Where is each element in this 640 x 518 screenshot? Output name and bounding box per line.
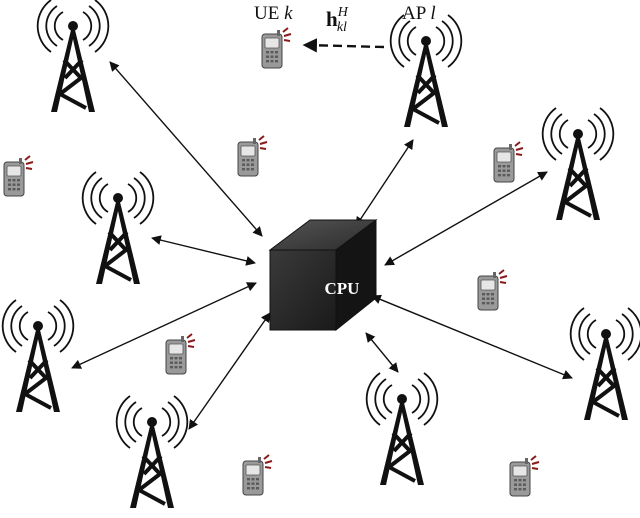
mobile-phone-icon (477, 269, 508, 311)
radio-tower-icon (80, 170, 156, 286)
mobile-phone-icon (509, 455, 540, 497)
mobile-phone-icon (261, 27, 292, 69)
radio-tower-icon (540, 106, 616, 222)
ue-label: UE k (254, 3, 293, 24)
mobile-phone-icon (242, 454, 273, 496)
radio-tower-icon (35, 0, 111, 114)
cpu-cube: CPU (268, 219, 378, 332)
radio-tower-icon (364, 371, 440, 487)
mobile-phone-icon (237, 135, 268, 177)
channel-arrow (302, 38, 385, 53)
mobile-phone-icon (3, 155, 34, 197)
radio-tower-icon (568, 306, 640, 422)
radio-tower-icon (114, 394, 190, 510)
mobile-phone-icon (165, 333, 196, 375)
radio-tower-icon (0, 298, 76, 414)
cpu-label: CPU (325, 279, 360, 298)
fronthaul-links (71, 61, 573, 430)
radio-tower-icon (388, 13, 464, 129)
ap-label: AP l (402, 3, 436, 24)
mobile-phone-icon (493, 141, 524, 183)
